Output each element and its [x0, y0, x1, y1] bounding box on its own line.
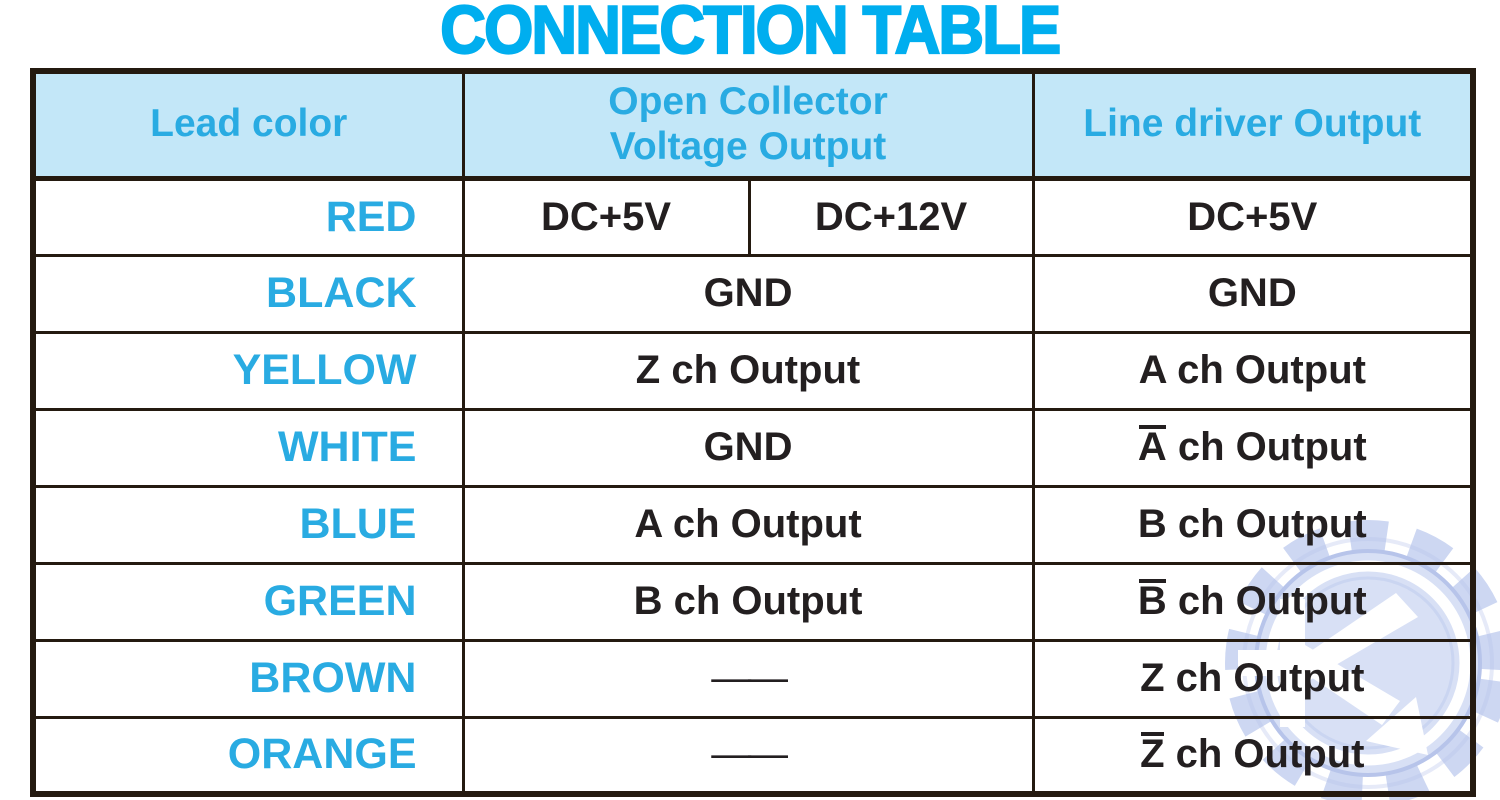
header-line-driver: Line driver Output	[1031, 69, 1475, 181]
header-lead-color: Lead color	[31, 69, 465, 181]
lead-color-cell: YELLOW	[31, 330, 465, 411]
cell-text: B ch Output	[633, 579, 863, 623]
line-driver-cell: B ch Output	[1031, 561, 1475, 642]
open-collector-cell: GND	[461, 253, 1035, 334]
lead-color-cell: BLUE	[31, 484, 465, 565]
cell-text: ch Output	[1166, 579, 1367, 623]
table-row: BLUE A ch Output B ch Output	[31, 484, 1475, 565]
header-open-collector: Open Collector Voltage Output	[461, 69, 1035, 181]
cell-text: GND	[703, 425, 793, 469]
cell-text: GND	[1207, 271, 1297, 315]
cell-text: B ch Output	[1137, 502, 1367, 546]
open-collector-cell: GND	[461, 407, 1035, 488]
line-driver-cell: GND	[1031, 253, 1475, 334]
open-collector-cell: A ch Output	[461, 484, 1035, 565]
line-driver-cell: Z ch Output	[1031, 638, 1475, 719]
open-collector-cell: DC+12V	[747, 176, 1035, 257]
page-title-text: CONNECTION TABLE	[439, 0, 1062, 68]
lead-color-cell: GREEN	[31, 561, 465, 642]
table-row: BROWN —— Z ch Output	[31, 638, 1475, 719]
cell-text: ——	[711, 732, 788, 777]
table-row: YELLOW Z ch Output A ch Output	[31, 330, 1475, 411]
cell-text: DC+12V	[814, 194, 968, 239]
open-collector-cell: B ch Output	[461, 561, 1035, 642]
open-collector-cell: ——	[461, 638, 1035, 719]
lead-color-cell: BROWN	[31, 638, 465, 719]
line-driver-cell: B ch Output	[1031, 484, 1475, 565]
line-driver-cell: A ch Output	[1031, 407, 1475, 488]
cell-text: DC+5V	[1187, 194, 1318, 239]
connection-table: Lead color Open Collector Voltage Output…	[30, 68, 1477, 797]
table-header: Lead color Open Collector Voltage Output…	[31, 69, 1475, 181]
table-row: RED DC+5V DC+12V DC+5V	[31, 176, 1475, 257]
lead-color-cell: BLACK	[31, 253, 465, 334]
overline-text: B	[1137, 579, 1167, 623]
cell-text: ch Output	[1166, 425, 1367, 469]
overline-text: A	[1137, 425, 1167, 469]
lead-color-cell: RED	[31, 176, 465, 257]
cell-text: A ch Output	[1138, 348, 1366, 392]
open-collector-cell: DC+5V	[461, 176, 751, 257]
lead-color-cell: WHITE	[31, 407, 465, 488]
table-row: ORANGE —— Z ch Output	[31, 715, 1475, 796]
cell-text: ——	[711, 656, 788, 700]
cell-text: A ch Output	[634, 502, 862, 546]
overline-text: Z	[1140, 732, 1165, 777]
table-body: RED DC+5V DC+12V DC+5V BLACK GND GND YELLOW Z ch…	[31, 176, 1475, 796]
page-title: CONNECTION TABLE	[0, 0, 1500, 68]
table-row: WHITE GND A ch Output	[31, 407, 1475, 488]
table-row: BLACK GND GND	[31, 253, 1475, 334]
cell-text: GND	[703, 271, 793, 315]
cell-text: ch Output	[1164, 732, 1365, 777]
cell-text: Z ch Output	[635, 348, 861, 392]
header-row: Lead color Open Collector Voltage Output…	[31, 69, 1475, 181]
line-driver-cell: Z ch Output	[1031, 715, 1475, 796]
line-driver-cell: DC+5V	[1031, 176, 1475, 257]
cell-text: DC+5V	[540, 194, 672, 239]
open-collector-cell: Z ch Output	[461, 330, 1035, 411]
cell-text: Z ch Output	[1140, 656, 1365, 700]
lead-color-cell: ORANGE	[31, 715, 465, 796]
line-driver-cell: A ch Output	[1031, 330, 1475, 411]
open-collector-cell: ——	[461, 715, 1035, 796]
